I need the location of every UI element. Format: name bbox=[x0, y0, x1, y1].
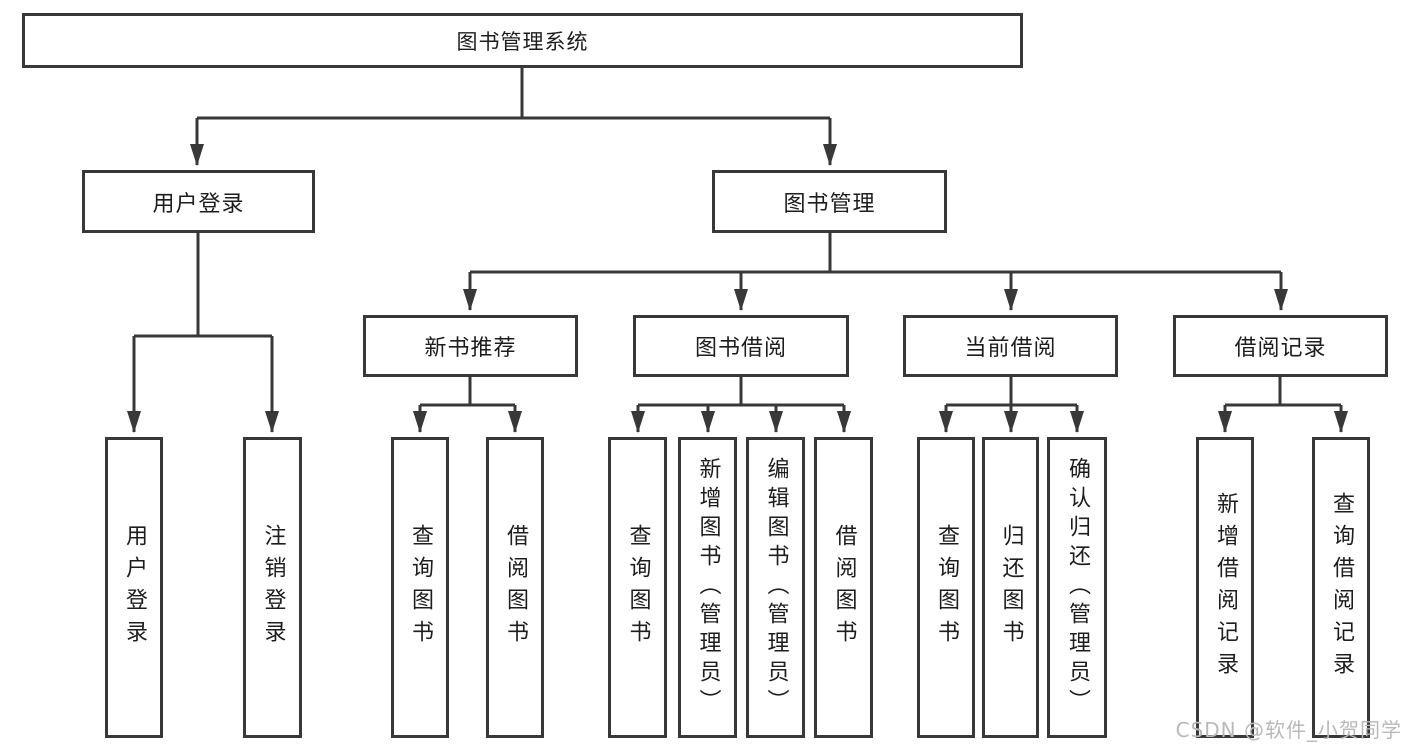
node-label: 图书管理系统 bbox=[456, 29, 589, 54]
leaf-add-books-admin: 新增图书（管理员） bbox=[678, 437, 737, 738]
leaf-query-borrow-record: 查询借阅记录 bbox=[1312, 437, 1370, 738]
node-label: 用户登录 bbox=[152, 191, 245, 217]
leaf-query-books-borrow: 查询图书 bbox=[608, 437, 667, 738]
leaf-borrow-books: 借阅图书 bbox=[814, 437, 873, 738]
leaf-return-books: 归还图书 bbox=[982, 437, 1039, 738]
connector-user-login bbox=[127, 233, 279, 433]
node-book-borrow: 图书借阅 bbox=[633, 315, 849, 377]
node-label: 新增借阅记录 bbox=[1213, 491, 1238, 684]
node-label: 借阅图书 bbox=[503, 523, 528, 652]
connector-root bbox=[190, 68, 837, 166]
node-new-book-recommend: 新书推荐 bbox=[363, 315, 578, 377]
node-label: 新增图书（管理员） bbox=[695, 457, 721, 718]
node-label: 归还图书 bbox=[998, 523, 1024, 652]
node-label: 查询图书 bbox=[934, 523, 959, 652]
node-label: 查询图书 bbox=[408, 523, 433, 652]
leaf-user-login: 用户登录 bbox=[105, 437, 163, 738]
node-label: 图书管理 bbox=[783, 191, 876, 217]
node-label: 编辑图书（管理员） bbox=[763, 457, 789, 718]
node-label: 确认归还（管理员） bbox=[1065, 457, 1090, 718]
leaf-confirm-return-admin: 确认归还（管理员） bbox=[1047, 437, 1107, 738]
leaf-query-books-current: 查询图书 bbox=[917, 437, 975, 738]
leaf-add-borrow-record: 新增借阅记录 bbox=[1196, 437, 1254, 738]
connector-book-borrow bbox=[631, 377, 851, 433]
node-label: 注销登录 bbox=[260, 523, 286, 652]
leaf-logout: 注销登录 bbox=[243, 437, 302, 738]
node-label: 当前借阅 bbox=[964, 336, 1057, 361]
node-label: 图书借阅 bbox=[694, 336, 787, 361]
node-current-borrow: 当前借阅 bbox=[903, 315, 1118, 377]
node-label: 查询图书 bbox=[625, 523, 651, 652]
csdn-watermark: CSDN @软件_小贺同学 bbox=[1175, 718, 1402, 742]
leaf-edit-books-admin: 编辑图书（管理员） bbox=[746, 437, 805, 738]
leaf-borrow-books-recommend: 借阅图书 bbox=[486, 437, 544, 738]
node-book-management: 图书管理 bbox=[712, 170, 947, 233]
node-label: 查询借阅记录 bbox=[1329, 491, 1354, 684]
connector-new-book-recommend bbox=[413, 377, 522, 433]
node-label: 借阅图书 bbox=[831, 523, 857, 652]
node-user-login: 用户登录 bbox=[82, 170, 315, 233]
node-label: 借阅记录 bbox=[1234, 336, 1327, 361]
node-library-management-system: 图书管理系统 bbox=[22, 13, 1023, 68]
node-label: 用户登录 bbox=[122, 523, 147, 652]
connector-borrow-records bbox=[1218, 377, 1348, 433]
leaf-query-books-recommend: 查询图书 bbox=[391, 437, 449, 738]
connector-current-borrow bbox=[939, 377, 1084, 433]
node-label: 新书推荐 bbox=[424, 336, 517, 361]
node-borrow-records: 借阅记录 bbox=[1173, 315, 1388, 377]
connector-book-management bbox=[463, 233, 1288, 311]
